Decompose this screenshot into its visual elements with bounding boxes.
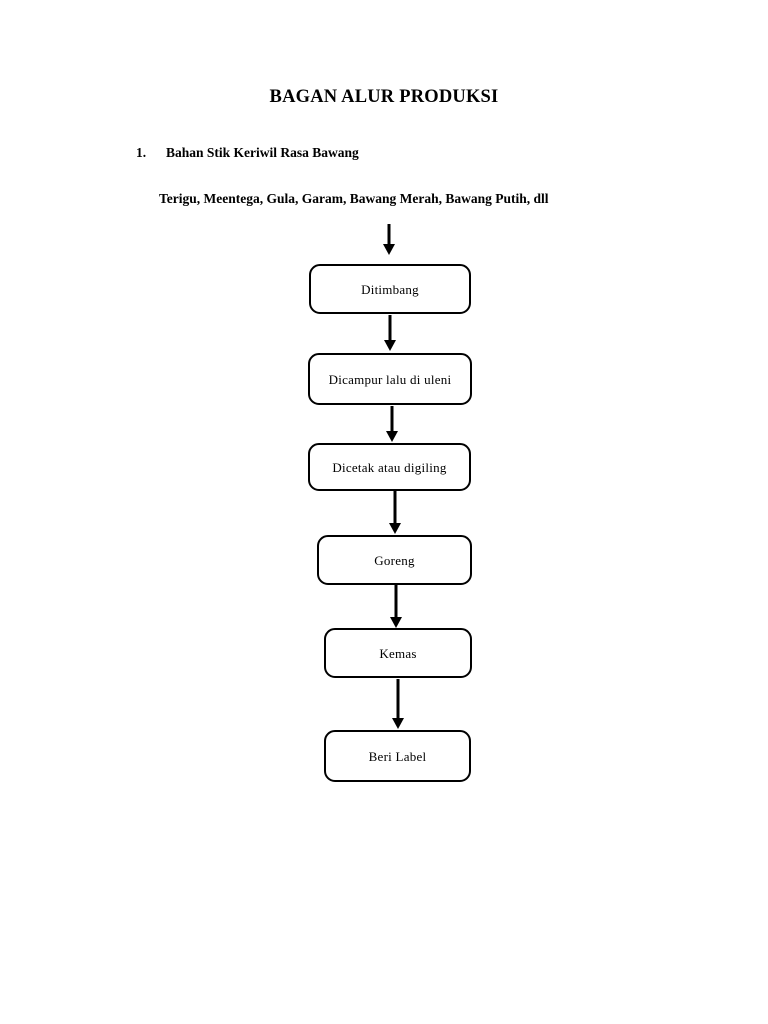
list-item-number: 1. xyxy=(136,145,147,160)
page-title: BAGAN ALUR PRODUKSI xyxy=(269,87,499,107)
flow-step-label: Dicetak atau digiling xyxy=(332,459,447,475)
down-arrow-icon xyxy=(386,491,404,535)
flow-step-label: Goreng xyxy=(374,552,415,568)
list-item-heading: Bahan Stik Keriwil Rasa Bawang xyxy=(166,145,359,160)
flow-step-label: Kemas xyxy=(379,645,417,661)
ingredients-line: Terigu, Meentega, Gula, Garam, Bawang Me… xyxy=(159,191,549,206)
down-arrow-icon xyxy=(380,224,398,256)
flow-step-beri-label[interactable]: Beri Label xyxy=(324,730,471,782)
flow-step-kemas[interactable]: Kemas xyxy=(324,628,472,678)
flow-step-label: Beri Label xyxy=(368,748,427,764)
down-arrow-icon xyxy=(389,679,407,730)
down-arrow-icon xyxy=(383,406,401,443)
flow-step-label: Ditimbang xyxy=(361,281,419,297)
flow-step-goreng[interactable]: Goreng xyxy=(317,535,472,585)
flow-step-label: Dicampur lalu di uleni xyxy=(328,371,452,387)
down-arrow-icon xyxy=(381,315,399,352)
down-arrow-icon xyxy=(387,585,405,629)
section-list-item: 1. Bahan Stik Keriwil Rasa Bawang xyxy=(136,144,656,162)
flow-step-dicampur[interactable]: Dicampur lalu di uleni xyxy=(308,353,472,405)
flow-step-dicetak[interactable]: Dicetak atau digiling xyxy=(308,443,471,491)
flow-step-ditimbang[interactable]: Ditimbang xyxy=(309,264,471,314)
